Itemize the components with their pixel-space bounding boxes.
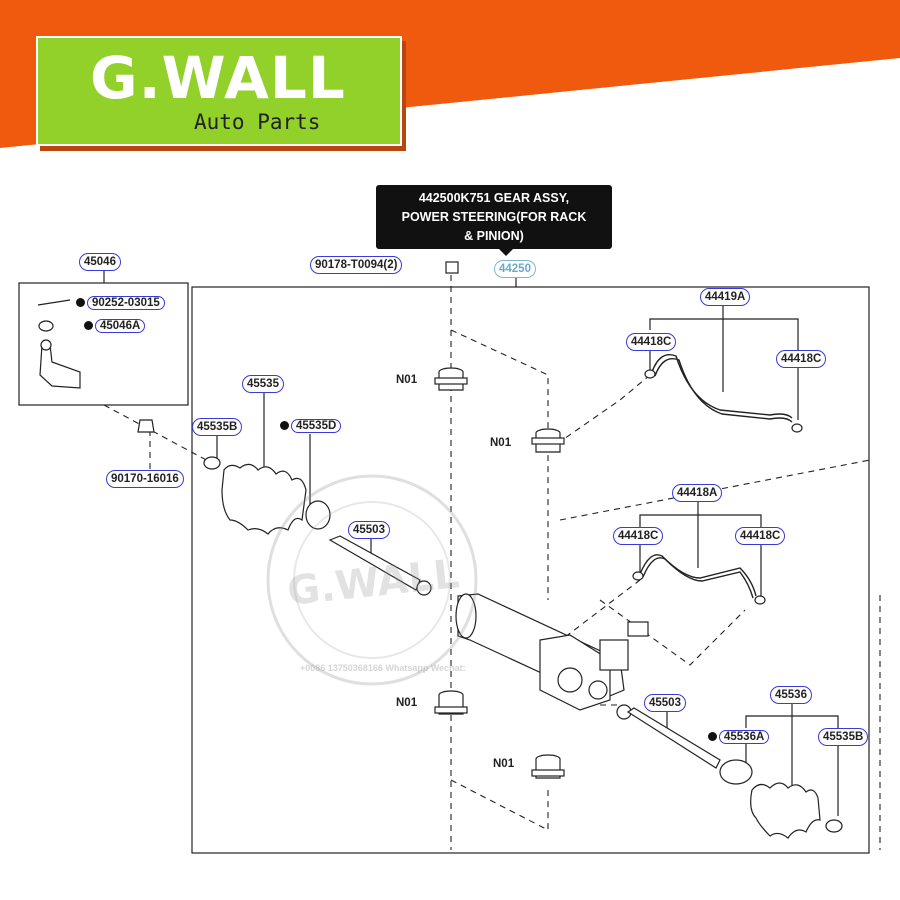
bullet-icon [708,732,717,741]
bullet-icon [76,298,85,307]
part-label-90252-03015-text: 90252-03015 [87,296,165,310]
part-label-90170-16016[interactable]: 90170-16016 [106,470,184,488]
part-label-45536[interactable]: 45536 [770,686,812,704]
bullet-icon [280,421,289,430]
watermark-contact: +0086 13750368166 Whatsapp Wechat: [300,663,466,673]
tooltip-line-3: & PINION) [464,229,524,243]
tooltip-line-1: 442500K751 GEAR ASSY, [418,191,570,205]
watermark-seal [266,474,478,686]
part-label-45046A[interactable]: 45046A [84,318,146,334]
part-tooltip: 442500K751 GEAR ASSY, POWER STEERING(FOR… [376,185,612,256]
tooltip-line-2: POWER STEERING(FOR RACK [401,210,587,224]
part-label-44250[interactable]: 44250 [494,260,536,278]
part-label-45046A-text: 45046A [95,319,146,333]
part-label-90252-03015[interactable]: 90252-03015 [76,295,165,311]
part-label-90178-T0094[interactable]: 90178-T0094(2) [310,256,403,274]
part-label-45046[interactable]: 45046 [79,253,121,271]
part-label-44418C-3[interactable]: 44418C [613,527,664,545]
part-label-N01-d[interactable]: N01 [493,758,515,770]
bullet-icon [84,321,93,330]
part-label-N01-a[interactable]: N01 [396,374,418,386]
part-label-45536A[interactable]: 45536A [708,729,770,745]
part-label-44418C-2[interactable]: 44418C [776,350,827,368]
part-label-44419A[interactable]: 44419A [700,288,751,306]
brand-tagline: Auto Parts [194,110,321,134]
part-label-45503-bottom[interactable]: 45503 [644,694,686,712]
brand-logo: G.WALL Auto Parts [36,36,402,146]
part-label-45535B-right[interactable]: 45535B [818,728,869,746]
part-label-45535B-left[interactable]: 45535B [192,418,243,436]
part-label-45535D-text: 45535D [291,419,342,433]
part-label-N01-b[interactable]: N01 [490,437,512,449]
part-label-45536A-text: 45536A [719,730,770,744]
brand-name: G.WALL [90,44,346,112]
part-label-44418C-1[interactable]: 44418C [626,333,677,351]
part-label-N01-c[interactable]: N01 [396,697,418,709]
part-label-44418A[interactable]: 44418A [672,484,723,502]
part-label-44418C-4[interactable]: 44418C [735,527,786,545]
part-label-45503-top[interactable]: 45503 [348,521,390,539]
part-label-45535D[interactable]: 45535D [280,418,342,434]
part-label-45535[interactable]: 45535 [242,375,284,393]
main-assembly-frame [191,286,870,854]
